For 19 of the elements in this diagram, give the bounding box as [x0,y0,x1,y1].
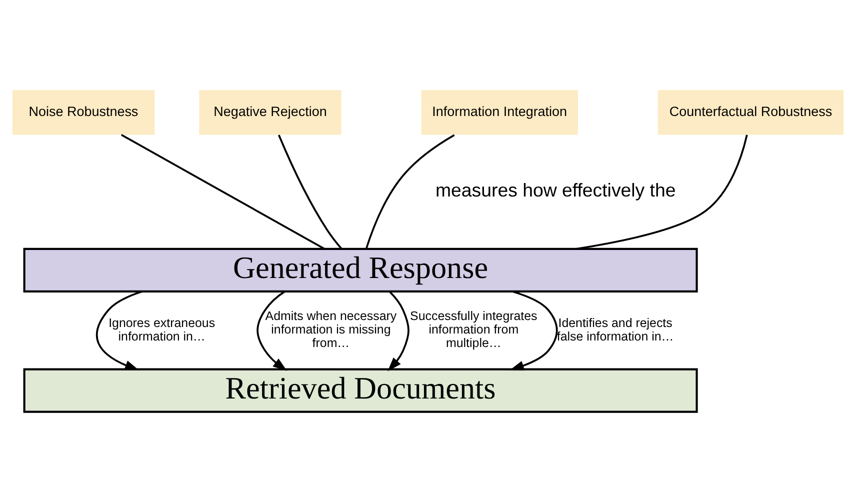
connector [576,134,748,250]
arrow [256,290,287,371]
arrow [96,290,143,370]
label: measures how effectively the [436,179,676,200]
edge-label: Admits when necessary information is missing from… [265,309,397,350]
node-box: Negative Rejection [199,90,342,135]
node-box: Retrieved Documents [23,368,698,413]
node-box: Generated Response [23,248,698,292]
edge-label: Identifies and rejects false information in… [556,316,674,344]
connector [120,134,325,250]
node-box: Counterfactual Robustness [658,90,844,135]
node-box: Noise Robustness [12,90,155,135]
connector [278,134,342,250]
edge-label: Successfully integrates information from multiple… [410,309,538,350]
arrow [388,290,410,372]
connector [365,134,455,250]
arrow [510,290,558,370]
node-box: Information Integration [421,90,578,135]
edge-label: Ignores extraneous information in… [108,316,216,344]
